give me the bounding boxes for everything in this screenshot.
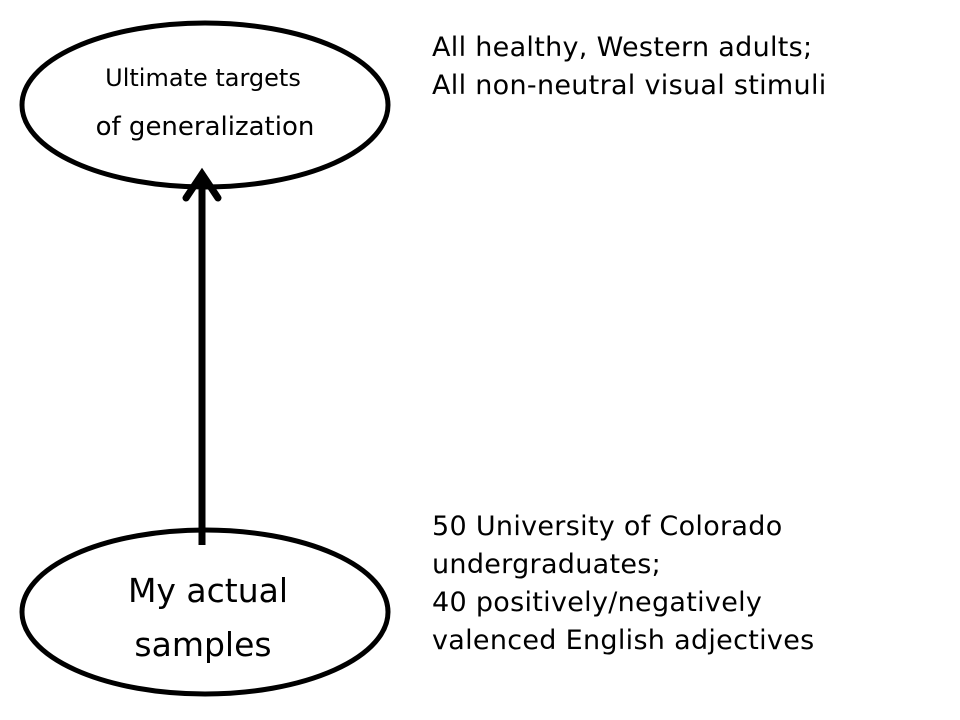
bottom-node-ellipse [19,527,391,697]
bottom-description: 50 University of Colorado undergraduates… [432,508,815,660]
arrow-head [182,167,222,202]
bottom-description-line-2: undergraduates; [432,549,662,580]
bottom-node-label-line-1: My actual [128,571,288,610]
top-node: Ultimate targets of generalization [19,20,391,190]
top-description-line-2: All non-neutral visual stimuli [432,70,827,101]
bottom-description-line-1: 50 University of Colorado [432,511,783,542]
bottom-description-line-3: 40 positively/negatively [432,587,763,618]
bottom-description-line-4: valenced English adjectives [432,625,815,656]
bottom-node: My actual samples [19,527,391,697]
top-node-label-line-2: of generalization [96,112,315,142]
top-description-line-1: All healthy, Western adults; [432,32,813,63]
generalization-arrow [182,167,222,545]
bottom-node-label-line-2: samples [134,625,271,664]
top-description: All healthy, Western adults; All non-neu… [432,29,827,105]
top-node-label-line-1: Ultimate targets [105,64,301,92]
top-node-ellipse [19,20,391,190]
